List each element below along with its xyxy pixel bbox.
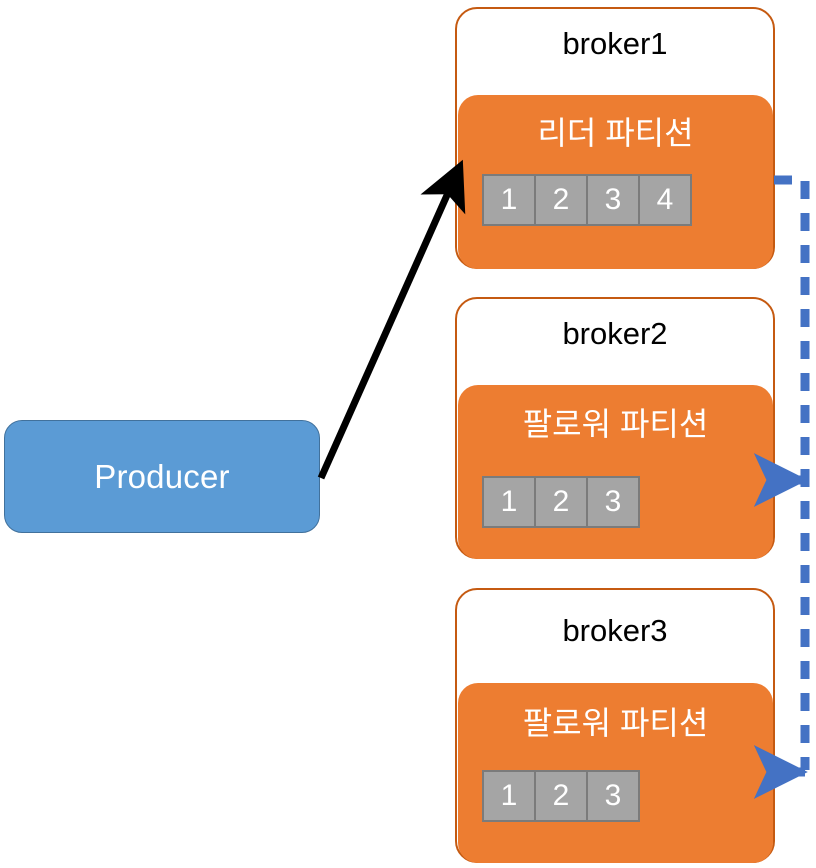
segment-cell[interactable]: 3 bbox=[586, 174, 640, 226]
segment-cell[interactable]: 2 bbox=[534, 174, 588, 226]
broker-title-broker3: broker3 bbox=[562, 613, 668, 648]
segment-cell[interactable]: 2 bbox=[534, 476, 588, 528]
broker-title-broker1: broker1 bbox=[562, 26, 668, 61]
segment-cell[interactable]: 3 bbox=[586, 476, 640, 528]
segment-cell[interactable]: 2 bbox=[534, 770, 588, 822]
broker-title-broker2: broker2 bbox=[562, 316, 668, 351]
produce-arrow bbox=[317, 159, 466, 480]
partition-panel-broker2[interactable] bbox=[458, 385, 773, 559]
partition-label-broker2: 팔로워 파티션 bbox=[522, 406, 709, 442]
segment-strip-broker1: 1 2 3 4 bbox=[482, 174, 692, 226]
segment-cell[interactable]: 1 bbox=[482, 174, 536, 226]
producer-node[interactable]: Producer bbox=[4, 420, 320, 533]
partition-label-broker1: 리더 파티션 bbox=[537, 115, 694, 151]
replication-bus bbox=[774, 175, 810, 770]
segment-strip-broker2: 1 2 3 bbox=[482, 476, 640, 528]
segment-cell[interactable]: 3 bbox=[586, 770, 640, 822]
segment-cell[interactable]: 1 bbox=[482, 770, 536, 822]
partition-label-broker3: 팔로워 파티션 bbox=[522, 705, 709, 741]
segment-strip-broker3: 1 2 3 bbox=[482, 770, 640, 822]
producer-label: Producer bbox=[94, 458, 230, 495]
segment-cell[interactable]: 1 bbox=[482, 476, 536, 528]
segment-cell[interactable]: 4 bbox=[638, 174, 692, 226]
